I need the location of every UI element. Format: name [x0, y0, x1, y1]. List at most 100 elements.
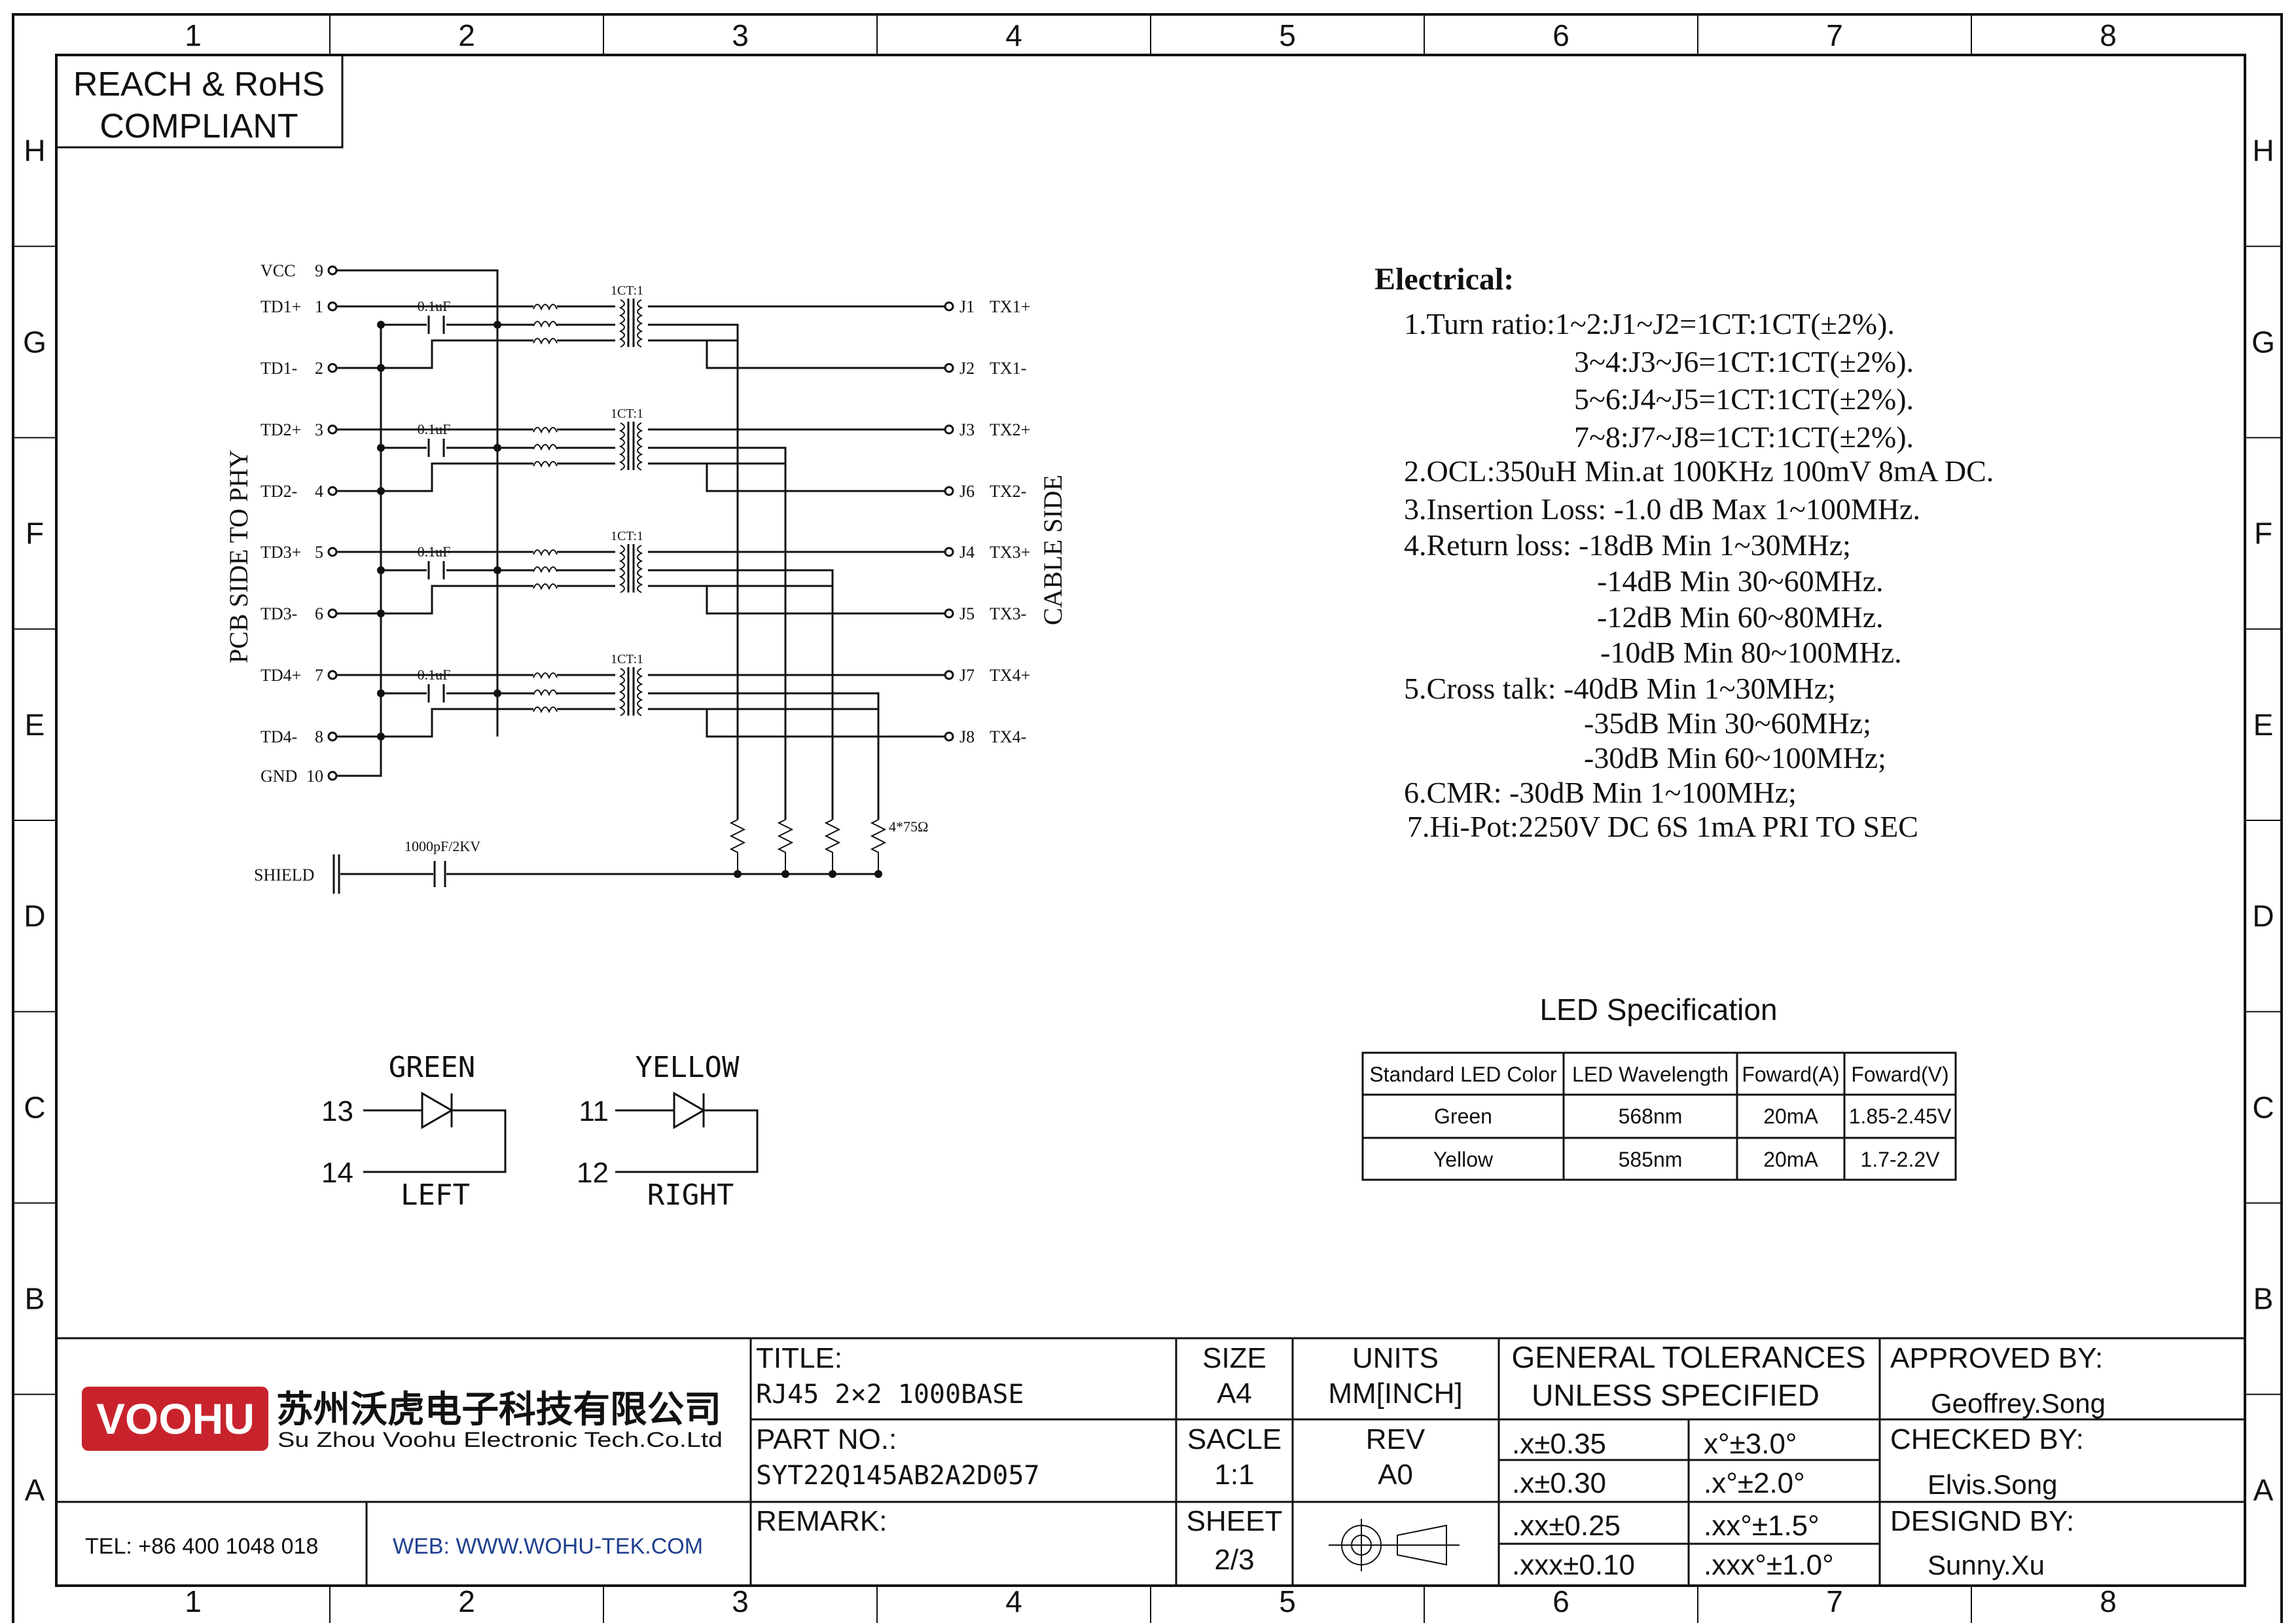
- row-zone-label: A: [25, 1473, 45, 1507]
- col-zone-label: 8: [2100, 1584, 2117, 1618]
- sheet-value: 2/3: [1214, 1544, 1254, 1576]
- title-block: VOOHU 苏州沃虎电子科技有限公司 Su Zhou Voohu Electro…: [56, 1337, 2245, 1586]
- tolerance-label-2: UNLESS SPECIFIED: [1532, 1378, 1820, 1412]
- rev-value: A0: [1378, 1459, 1413, 1491]
- row-zone-label: H: [24, 134, 45, 168]
- tolerance-linear: .x±0.35: [1512, 1428, 1606, 1460]
- left-pin-number: 1: [315, 297, 323, 316]
- col-zone-label: 6: [1552, 18, 1570, 52]
- led-yellow-side: RIGHT: [647, 1178, 734, 1212]
- pcb-side-label: PCB SIDE TO PHY: [224, 450, 253, 663]
- left-pin-number: 4: [315, 482, 323, 501]
- electrical-line: 4.Return loss: -18dB Min 1~30MHz;: [1404, 528, 1851, 562]
- row-zone-label: F: [26, 517, 44, 551]
- electrical-line: 6.CMR: -30dB Min 1~100MHz;: [1404, 776, 1797, 809]
- col-zone-label: 1: [185, 1584, 202, 1618]
- right-pin-name: TX1-: [990, 359, 1026, 378]
- schematic-wiring: [327, 265, 954, 894]
- turn-ratio-label: 1CT:1: [611, 407, 643, 421]
- turn-ratio-label: 1CT:1: [611, 529, 643, 543]
- row-zone-label: D: [24, 899, 45, 933]
- left-pin-number: 8: [315, 727, 323, 746]
- col-zone-label: 5: [1279, 1584, 1296, 1618]
- turn-ratio-label: 1CT:1: [611, 283, 643, 298]
- row-zone-label: F: [2254, 517, 2272, 551]
- led-table-cell: Yellow: [1433, 1148, 1494, 1171]
- left-pin-name: TD3-: [260, 604, 297, 623]
- col-zone-label: 1: [185, 18, 202, 52]
- col-zone-label: 2: [458, 1584, 475, 1618]
- title-value: RJ45 2×2 1000BASE: [756, 1379, 1024, 1410]
- tel: TEL: +86 400 1048 018: [85, 1534, 318, 1559]
- row-zone-label: E: [2253, 708, 2274, 742]
- led-table-cell: 568nm: [1619, 1104, 1683, 1128]
- cable-side-label: CABLE SIDE: [1038, 475, 1067, 625]
- tolerance-angular: .xxx°±1.0°: [1704, 1549, 1834, 1581]
- units-label: UNITS: [1352, 1342, 1439, 1374]
- electrical-line: 2.OCL:350uH Min.at 100KHz 100mV 8mA DC.: [1404, 454, 1994, 488]
- led-table-header: Foward(V): [1851, 1063, 1948, 1086]
- right-pin-name: TX4-: [990, 727, 1026, 746]
- web-link[interactable]: WEB: WWW.WOHU-TEK.COM: [393, 1534, 703, 1559]
- led-table-cell: 1.85-2.45V: [1849, 1104, 1952, 1128]
- col-zone-label: 6: [1552, 1584, 1570, 1618]
- right-pin-name: TX1+: [990, 297, 1030, 316]
- led-green: GREEN 13 14 LEFT: [321, 1051, 507, 1212]
- units-value: MM[INCH]: [1328, 1377, 1462, 1410]
- right-pin-number: J1: [960, 297, 975, 316]
- diode-icon: [673, 1091, 706, 1129]
- shield-cap-label: 1000pF/2KV: [404, 838, 480, 854]
- left-pin-name: TD2-: [260, 482, 297, 501]
- logo-text: VOOHU: [96, 1395, 255, 1443]
- right-pin-number: J7: [960, 666, 975, 685]
- approved-label: APPROVED BY:: [1890, 1342, 2103, 1374]
- led-yellow: YELLOW 11 12 RIGHT: [577, 1051, 759, 1212]
- tolerance-label-1: GENERAL TOLERANCES: [1511, 1340, 1865, 1374]
- electrical-line: 3~4:J3~J6=1CT:1CT(±2%).: [1574, 345, 1914, 378]
- col-zone-label: 4: [1005, 1584, 1022, 1618]
- part-value: SYT22Q145AB2A2D057: [756, 1461, 1039, 1491]
- cap-label: 0.1uF: [418, 298, 451, 314]
- electrical-spec: Electrical: 1.Turn ratio:1~2:J1~J2=1CT:1…: [1374, 262, 1994, 843]
- right-pin-number: J5: [960, 604, 975, 623]
- compliance-line2: COMPLIANT: [99, 107, 298, 145]
- led-yellow-pin-a: 11: [579, 1095, 609, 1127]
- row-zone-label: D: [2252, 899, 2274, 933]
- approved-value: Geoffrey.Song: [1931, 1388, 2106, 1419]
- row-zone-label: G: [2251, 325, 2275, 359]
- designed-value: Sunny.Xu: [1928, 1550, 2045, 1580]
- right-pin-number: J4: [960, 543, 975, 562]
- electrical-line: 1.Turn ratio:1~2:J1~J2=1CT:1CT(±2%).: [1404, 307, 1895, 340]
- col-zone-label: 3: [732, 18, 749, 52]
- left-pin-name: TD3+: [260, 543, 301, 562]
- left-pin-name: TD2+: [260, 420, 301, 439]
- row-zone-label: B: [25, 1282, 45, 1316]
- left-pin-name: GND: [260, 767, 297, 786]
- electrical-line: 5~6:J4~J5=1CT:1CT(±2%).: [1574, 382, 1914, 416]
- left-pin-number: 3: [315, 420, 323, 439]
- electrical-line: 3.Insertion Loss: -1.0 dB Max 1~100MHz.: [1404, 492, 1920, 526]
- part-label: PART NO.:: [756, 1423, 897, 1455]
- left-pin-number: 5: [315, 543, 323, 562]
- left-pin-name: VCC: [260, 261, 295, 280]
- tolerance-angular: .xx°±1.5°: [1704, 1510, 1820, 1542]
- size-value: A4: [1217, 1377, 1252, 1410]
- electrical-line: -10dB Min 80~100MHz.: [1600, 636, 1902, 669]
- led-table-cell: 20mA: [1763, 1148, 1818, 1171]
- tolerance-angular: .x°±2.0°: [1704, 1467, 1805, 1499]
- left-pin-number: 10: [306, 767, 323, 786]
- led-table-cell: 1.7-2.2V: [1861, 1148, 1941, 1171]
- right-pin-name: TX2+: [990, 420, 1030, 439]
- scale-label: SACLE: [1187, 1423, 1282, 1455]
- col-zone-label: 2: [458, 18, 475, 52]
- electrical-line: -12dB Min 60~80MHz.: [1597, 600, 1884, 634]
- row-zone-label: A: [2253, 1473, 2274, 1507]
- col-zone-label: 3: [732, 1584, 749, 1618]
- resistor-label: 4*75Ω: [889, 818, 928, 835]
- checked-label: CHECKED BY:: [1890, 1423, 2084, 1455]
- cap-label: 0.1uF: [418, 543, 451, 560]
